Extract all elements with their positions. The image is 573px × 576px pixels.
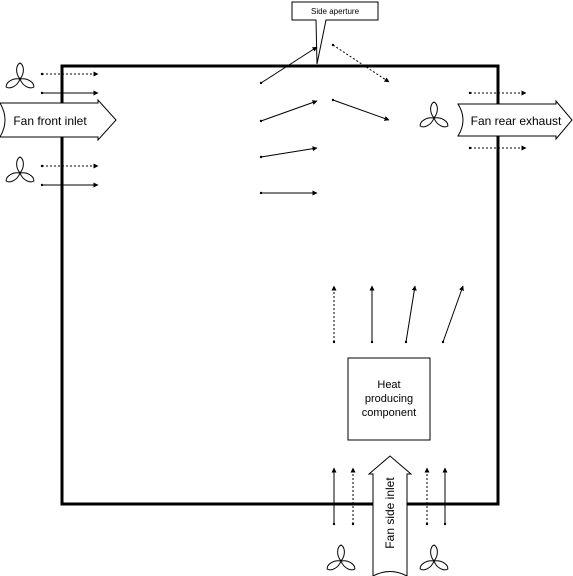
airflow-arrow-icon xyxy=(259,100,318,123)
airflow-arrow-icon xyxy=(441,285,464,344)
airflow-arrow-icon xyxy=(331,98,390,121)
fan-icon xyxy=(5,62,35,89)
side-inlet-label: Fan side inlet xyxy=(383,477,397,549)
airflow-arrow-icon xyxy=(259,46,318,85)
component-label-line1: Heat xyxy=(377,379,400,391)
enclosure-outline xyxy=(60,64,500,506)
fan-icon xyxy=(326,544,356,571)
front-inlet-arrow: Fan front inlet xyxy=(0,98,117,142)
airflow-arrow-icon xyxy=(331,43,390,83)
fan-icon xyxy=(419,544,449,571)
side-inlet-arrow: Fan side inlet xyxy=(367,455,413,576)
side-aperture-label: Side aperture xyxy=(311,7,360,16)
rear-exhaust-label: Fan rear exhaust xyxy=(471,114,562,128)
fans xyxy=(5,62,449,571)
airflow-arrow-icon xyxy=(404,285,417,344)
component-label-line3: component xyxy=(362,407,416,419)
side-aperture-callout: Side aperture xyxy=(291,1,379,65)
heat-producing-component: Heat producing component xyxy=(347,357,431,441)
fan-icon xyxy=(419,101,449,128)
component-label-line2: producing xyxy=(365,393,413,405)
front-inlet-label: Fan front inlet xyxy=(13,114,87,128)
rear-exhaust-arrow: Fan rear exhaust xyxy=(457,99,573,141)
airflow-arrow-icon xyxy=(259,146,318,159)
airflow-arrows xyxy=(40,43,527,526)
fan-icon xyxy=(5,156,35,183)
